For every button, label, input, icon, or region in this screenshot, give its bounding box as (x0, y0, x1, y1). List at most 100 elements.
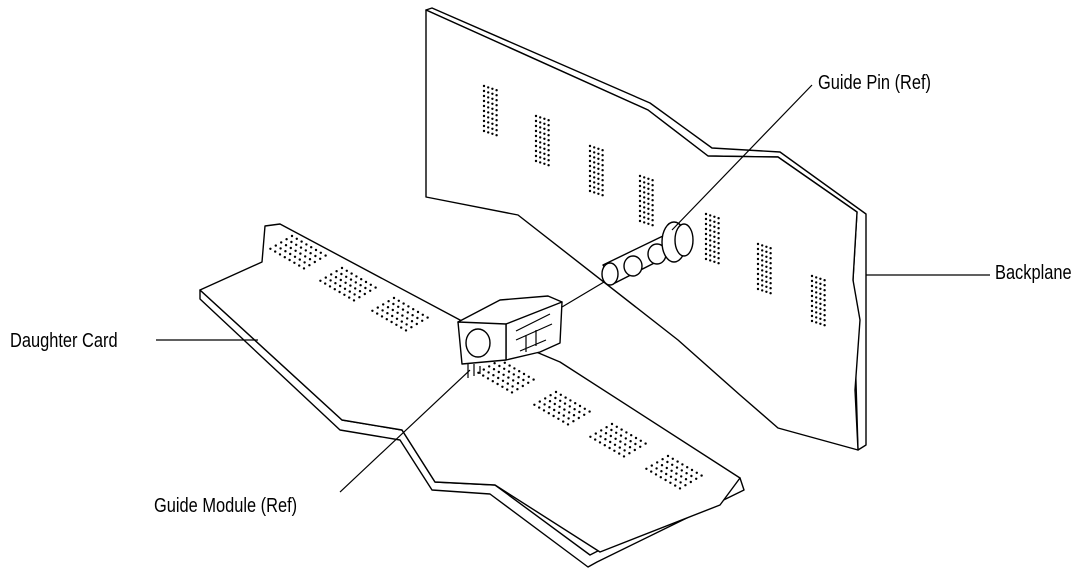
pin-dot (769, 247, 772, 250)
pin-dot (647, 192, 650, 195)
pin-dot (810, 274, 814, 278)
pin-dot (349, 278, 353, 281)
pin-dot (497, 370, 500, 374)
pin-dot (593, 171, 596, 174)
pin-dot (487, 371, 490, 374)
pin-dot (543, 157, 546, 160)
pin-dot (717, 222, 720, 225)
pin-dot (477, 371, 480, 374)
pin-dot (601, 169, 604, 172)
pin-dot (512, 379, 515, 382)
pin-dot (503, 367, 506, 370)
pin-dot (601, 189, 604, 192)
pin-dot (547, 139, 550, 142)
pin-dot (819, 312, 822, 315)
pin-dot (713, 225, 716, 228)
pin-dot (548, 400, 552, 403)
pin-dot (547, 412, 550, 415)
pin-dot (534, 124, 538, 128)
pin-dot (761, 274, 764, 277)
pin-dot (566, 423, 570, 426)
pin-dot (618, 446, 621, 449)
pin-dot (319, 257, 322, 260)
pin-dot (482, 374, 485, 377)
pin-dot (495, 94, 498, 97)
pin-dot (547, 144, 550, 147)
pin-dot (756, 287, 760, 291)
pin-dot (638, 194, 642, 198)
pin-dot (660, 464, 664, 467)
pin-dot (669, 475, 673, 478)
pin-dot (769, 282, 772, 285)
pin-dot (661, 458, 664, 461)
pin-dot (588, 149, 592, 153)
pin-dot (601, 174, 604, 177)
pin-dot (717, 237, 720, 240)
pin-dot (601, 154, 604, 157)
pin-dot (589, 435, 592, 438)
pin-dot (482, 119, 486, 123)
pin-dot (823, 314, 826, 317)
pin-dot (599, 435, 602, 438)
pin-dot (345, 275, 348, 278)
pin-dot (810, 289, 814, 293)
pin-dot (650, 464, 653, 467)
pin-dot (593, 151, 596, 154)
pin-dot (619, 440, 622, 443)
pin-dot (622, 455, 626, 458)
pin-dot (495, 134, 498, 137)
pin-dot (815, 291, 818, 294)
pin-dot (713, 220, 716, 223)
pin-dot (578, 410, 581, 414)
pin-dot (643, 216, 646, 219)
guide-pin-tip (601, 262, 619, 286)
pin-dot (815, 281, 818, 284)
pin-dot (634, 442, 637, 446)
pin-dot (756, 282, 760, 286)
pin-dot (647, 207, 650, 210)
pin-dot (597, 177, 600, 180)
pin-dot (503, 361, 506, 364)
pin-dot (588, 144, 592, 148)
pin-dot (695, 471, 698, 474)
pin-dot (562, 414, 565, 417)
pin-dot (690, 474, 693, 478)
pin-dot (543, 137, 546, 140)
pin-dot (594, 432, 597, 435)
pin-dot (534, 129, 538, 133)
pin-dot (539, 146, 542, 149)
pin-dot (552, 414, 555, 418)
pin-dot (713, 260, 716, 263)
pin-dot (329, 279, 332, 282)
pin-dot (381, 309, 384, 312)
pin-dot (629, 440, 632, 443)
pin-dot (815, 286, 818, 289)
pin-dot (756, 272, 760, 276)
pin-dot (638, 174, 642, 178)
pin-dot (675, 472, 678, 475)
pin-dot (283, 256, 286, 259)
pin-dot (516, 388, 519, 391)
guide-pin (601, 221, 694, 286)
pin-dot (604, 438, 607, 441)
pin-dot (295, 237, 298, 240)
pin-dot (410, 326, 413, 329)
pin-dot (553, 408, 556, 412)
pin-dot (628, 446, 632, 449)
pin-dot (713, 245, 716, 248)
pin-dot (647, 177, 650, 180)
pin-dot (324, 254, 327, 257)
pin-dot (492, 374, 495, 377)
pin-dot (601, 164, 604, 167)
pin-dot (823, 279, 826, 282)
pin-dot (486, 377, 490, 380)
pin-dot (274, 250, 277, 253)
pin-dot (495, 124, 498, 127)
pin-dot (482, 89, 486, 93)
pin-dot (588, 159, 592, 163)
pin-dot (761, 264, 764, 267)
pin-dot (396, 311, 399, 314)
pin-dot (769, 272, 772, 275)
pin-dot (664, 478, 667, 482)
pin-dot (713, 230, 716, 233)
